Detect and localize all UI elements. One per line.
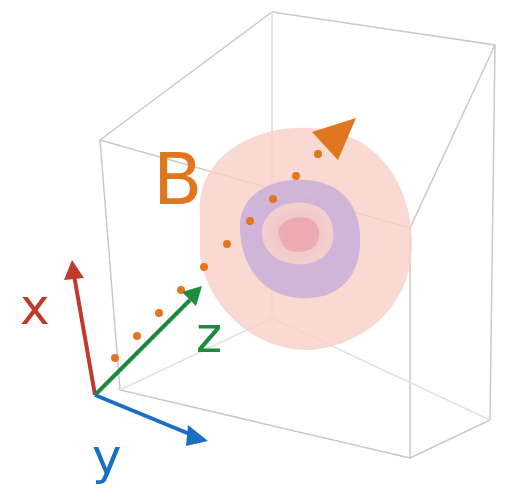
isosurface-blob xyxy=(200,128,412,350)
field-label: B xyxy=(153,143,202,215)
bounding-cube xyxy=(100,12,495,458)
field-direction-arrow xyxy=(111,118,356,362)
axes xyxy=(64,260,208,446)
axis-label: y xyxy=(92,432,122,482)
axis-label: z xyxy=(196,310,222,360)
axis-label: x xyxy=(20,282,50,332)
